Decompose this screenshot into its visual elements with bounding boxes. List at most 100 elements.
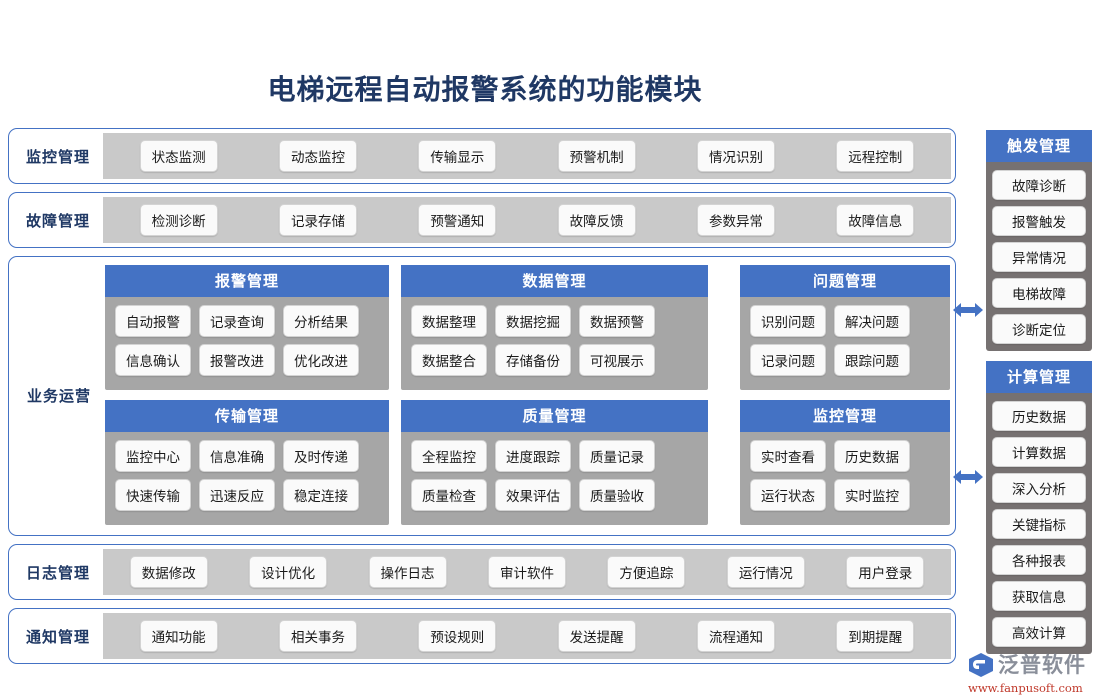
band-notification: 通知管理 通知功能 相关事务 预设规则 发送提醒 流程通知 到期提醒 xyxy=(8,608,956,664)
chip-item[interactable]: 设计优化 xyxy=(249,556,328,588)
sidebar-item[interactable]: 诊断定位 xyxy=(992,314,1086,344)
card-title: 质量管理 xyxy=(401,400,708,432)
chip-item[interactable]: 质量检查 xyxy=(411,479,487,511)
chip-item[interactable]: 传输显示 xyxy=(418,140,497,172)
sidebar-item[interactable]: 故障诊断 xyxy=(992,170,1086,200)
chip-item[interactable]: 质量验收 xyxy=(579,479,655,511)
card-title: 监控管理 xyxy=(740,400,950,432)
chip-item[interactable]: 故障信息 xyxy=(836,204,915,236)
chip-item[interactable]: 质量记录 xyxy=(579,440,655,472)
band-label: 日志管理 xyxy=(25,563,90,582)
chip-item[interactable]: 数据预警 xyxy=(579,305,655,337)
chip-item[interactable]: 及时传递 xyxy=(283,440,359,472)
card-title: 问题管理 xyxy=(740,265,950,297)
band-monitoring: 监控管理 状态监测 动态监控 传输显示 预警机制 情况识别 远程控制 xyxy=(8,128,956,184)
chip-item[interactable]: 数据整合 xyxy=(411,344,487,376)
chip-item[interactable]: 可视展示 xyxy=(579,344,655,376)
chip-item[interactable]: 信息准确 xyxy=(199,440,275,472)
chip-item[interactable]: 记录查询 xyxy=(199,305,275,337)
chip-item[interactable]: 进度跟踪 xyxy=(495,440,571,472)
chip-item[interactable]: 检测诊断 xyxy=(139,204,218,236)
chip-item[interactable]: 到期提醒 xyxy=(836,620,915,652)
card-data-management: 数据管理 数据整理 数据挖掘 数据预警 数据整合 存储备份 可视展示 xyxy=(401,265,708,390)
chip-item[interactable]: 历史数据 xyxy=(834,440,910,472)
card-line: 记录问题 跟踪问题 xyxy=(750,344,940,376)
chip-item[interactable]: 运行状态 xyxy=(750,479,826,511)
chip-item[interactable]: 数据挖掘 xyxy=(495,305,571,337)
chip-item[interactable]: 操作日志 xyxy=(368,556,447,588)
card-title: 数据管理 xyxy=(401,265,708,297)
sidebar-item[interactable]: 深入分析 xyxy=(992,473,1086,503)
chip-item[interactable]: 稳定连接 xyxy=(283,479,359,511)
chip-item[interactable]: 存储备份 xyxy=(495,344,571,376)
card-title: 报警管理 xyxy=(105,265,389,297)
double-arrow-icon xyxy=(953,301,983,319)
card-title: 传输管理 xyxy=(105,400,389,432)
brand-url: www.fanpusoft.com xyxy=(968,681,1083,695)
sidebar-item[interactable]: 获取信息 xyxy=(992,581,1086,611)
sidebar-item[interactable]: 报警触发 xyxy=(992,206,1086,236)
chip-item[interactable]: 方便追踪 xyxy=(607,556,686,588)
card-line: 信息确认 报警改进 优化改进 xyxy=(115,344,379,376)
chip-item[interactable]: 实时查看 xyxy=(750,440,826,472)
card-line: 实时查看 历史数据 xyxy=(750,440,940,472)
chip-item[interactable]: 状态监测 xyxy=(139,140,218,172)
chip-item[interactable]: 故障反馈 xyxy=(557,204,636,236)
chip-item[interactable]: 监控中心 xyxy=(115,440,191,472)
chip-item[interactable]: 信息确认 xyxy=(115,344,191,376)
sidebar-item[interactable]: 电梯故障 xyxy=(992,278,1086,308)
sidebar-item-list: 故障诊断 报警触发 异常情况 电梯故障 诊断定位 xyxy=(986,162,1092,344)
band-label: 监控管理 xyxy=(25,147,90,166)
chip-item[interactable]: 流程通知 xyxy=(696,620,775,652)
sidebar-item[interactable]: 历史数据 xyxy=(992,401,1086,431)
card-quality-management: 质量管理 全程监控 进度跟踪 质量记录 质量检查 效果评估 质量验收 xyxy=(401,400,708,525)
chip-item[interactable]: 通知功能 xyxy=(139,620,218,652)
chip-item[interactable]: 解决问题 xyxy=(834,305,910,337)
chip-item[interactable]: 动态监控 xyxy=(278,140,357,172)
chip-item[interactable]: 数据整理 xyxy=(411,305,487,337)
chip-item[interactable]: 实时监控 xyxy=(834,479,910,511)
chip-item[interactable]: 记录存储 xyxy=(278,204,357,236)
chip-item[interactable]: 迅速反应 xyxy=(199,479,275,511)
chip-item[interactable]: 识别问题 xyxy=(750,305,826,337)
sidebar-item[interactable]: 异常情况 xyxy=(992,242,1086,272)
band-chip-list: 状态监测 动态监控 传输显示 预警机制 情况识别 远程控制 xyxy=(103,133,951,179)
chip-item[interactable]: 参数异常 xyxy=(696,204,775,236)
chip-item[interactable]: 预警通知 xyxy=(418,204,497,236)
chip-item[interactable]: 用户登录 xyxy=(846,556,925,588)
chip-item[interactable]: 快速传输 xyxy=(115,479,191,511)
chip-item[interactable]: 预警机制 xyxy=(557,140,636,172)
chip-item[interactable]: 优化改进 xyxy=(283,344,359,376)
chip-item[interactable]: 发送提醒 xyxy=(557,620,636,652)
card-line: 质量检查 效果评估 质量验收 xyxy=(411,479,698,511)
ops-grid: 报警管理 自动报警 记录查询 分析结果 信息确认 报警改进 优化改进 xyxy=(105,265,950,525)
chip-item[interactable]: 数据修改 xyxy=(129,556,208,588)
sidebar-item[interactable]: 计算数据 xyxy=(992,437,1086,467)
sidebar-item[interactable]: 高效计算 xyxy=(992,617,1086,647)
sidebar-item[interactable]: 各种报表 xyxy=(992,545,1086,575)
chip-item[interactable]: 自动报警 xyxy=(115,305,191,337)
card-alarm-management: 报警管理 自动报警 记录查询 分析结果 信息确认 报警改进 优化改进 xyxy=(105,265,389,390)
brand-name: 泛普软件 xyxy=(998,652,1086,677)
chip-item[interactable]: 情况识别 xyxy=(696,140,775,172)
sidebar-panel-trigger: 触发管理 故障诊断 报警触发 异常情况 电梯故障 诊断定位 xyxy=(986,130,1092,351)
ops-row-1: 报警管理 自动报警 记录查询 分析结果 信息确认 报警改进 优化改进 xyxy=(105,265,950,390)
band-chip-list: 通知功能 相关事务 预设规则 发送提醒 流程通知 到期提醒 xyxy=(103,613,951,659)
band-label: 故障管理 xyxy=(25,211,90,230)
chip-item[interactable]: 运行情况 xyxy=(726,556,805,588)
chip-item[interactable]: 报警改进 xyxy=(199,344,275,376)
card-line: 运行状态 实时监控 xyxy=(750,479,940,511)
chip-item[interactable]: 效果评估 xyxy=(495,479,571,511)
band-fault: 故障管理 检测诊断 记录存储 预警通知 故障反馈 参数异常 故障信息 xyxy=(8,192,956,248)
chip-item[interactable]: 审计软件 xyxy=(487,556,566,588)
chip-item[interactable]: 记录问题 xyxy=(750,344,826,376)
chip-item[interactable]: 全程监控 xyxy=(411,440,487,472)
chip-item[interactable]: 跟踪问题 xyxy=(834,344,910,376)
chip-item[interactable]: 相关事务 xyxy=(278,620,357,652)
chip-item[interactable]: 分析结果 xyxy=(283,305,359,337)
ops-label: 业务运营 xyxy=(26,386,91,405)
chip-item[interactable]: 远程控制 xyxy=(836,140,915,172)
sidebar-item[interactable]: 关键指标 xyxy=(992,509,1086,539)
chip-item[interactable]: 预设规则 xyxy=(418,620,497,652)
